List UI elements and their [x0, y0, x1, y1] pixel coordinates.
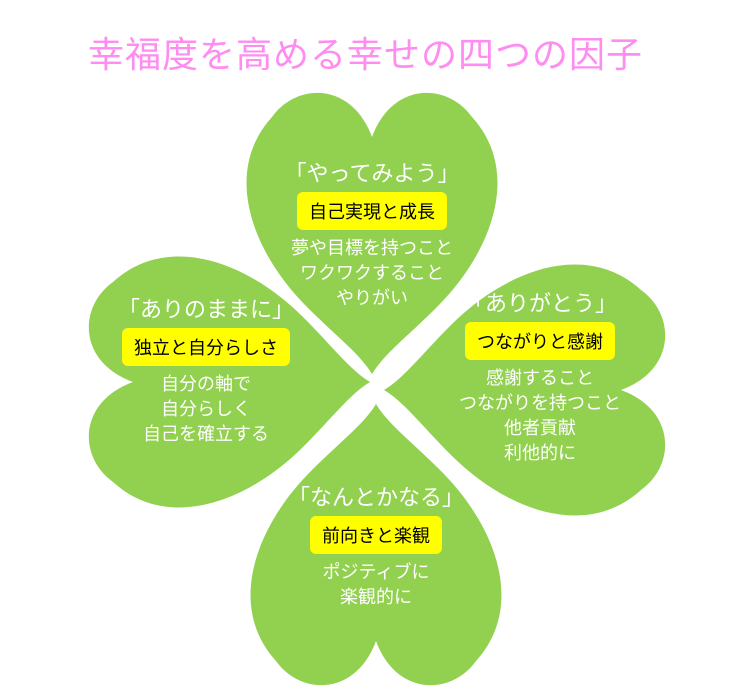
factor-line: 利他的に: [504, 443, 576, 464]
factor-badge: 前向きと楽観: [310, 516, 442, 554]
factor-line: 自分らしく: [161, 399, 251, 420]
factor-badge: 独立と自分らしさ: [122, 328, 290, 366]
factor-line: ワクワクすること: [300, 263, 444, 284]
factor-line: 自己を確立する: [143, 424, 269, 445]
factor-line: 他者貢献: [504, 418, 576, 439]
factor-line: 楽観的に: [340, 587, 412, 608]
page-title: 幸福度を高める幸せの四つの因子: [87, 35, 643, 76]
factor-badge: つながりと感謝: [465, 322, 615, 360]
factor-independence: 「ありのままに」 独立と自分らしさ 自分の軸で 自分らしく 自己を確立する: [106, 292, 306, 447]
factor-line: 自分の軸で: [161, 374, 251, 395]
factor-line: つながりを持つこと: [459, 393, 621, 414]
factor-optimism: 「なんとかなる」 前向きと楽観 ポジティブに 楽観的に: [276, 480, 476, 610]
factor-heading: 「ありのままに」: [117, 298, 294, 323]
factor-heading: 「やってみよう」: [284, 162, 460, 187]
factor-connection: 「ありがとう」 つながりと感謝 感謝すること つながりを持つこと 他者貢献 利他…: [440, 286, 640, 466]
factor-heading: 「なんとかなる」: [287, 486, 464, 511]
factor-line: ポジティブに: [322, 562, 430, 583]
factor-badge: 自己実現と成長: [297, 192, 447, 230]
factor-line: 夢や目標を持つこと: [291, 238, 453, 259]
factor-heading: 「ありがとう」: [462, 292, 617, 317]
factor-self-realization: 「やってみよう」 自己実現と成長 夢や目標を持つこと ワクワクすること やりがい: [272, 156, 472, 311]
factor-line: やりがい: [336, 288, 408, 309]
factor-line: 感謝すること: [486, 368, 594, 389]
